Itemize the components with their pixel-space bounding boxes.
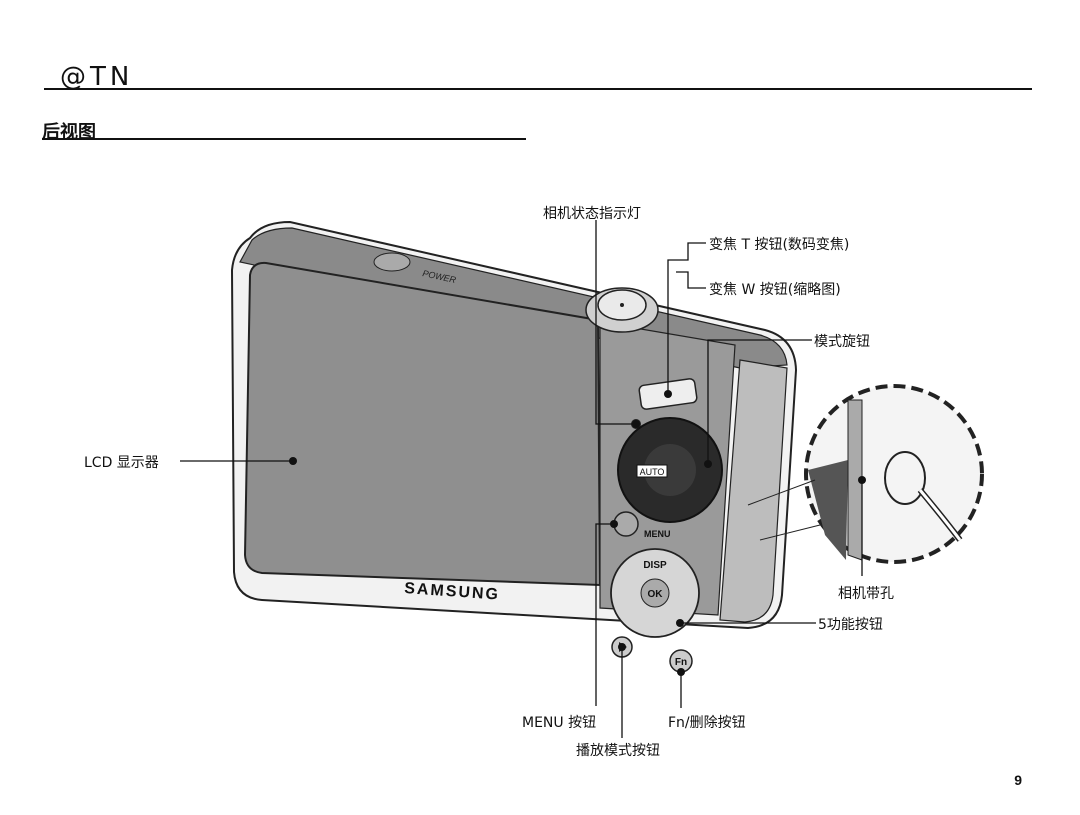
lcd-screen [243, 261, 602, 587]
callout-mode-dial: 模式旋钮 [814, 334, 870, 350]
section-rule [42, 138, 526, 140]
header-title: @TN [60, 62, 134, 92]
callout-five-function: 5功能按钮 [818, 617, 883, 633]
callout-fn-delete: Fn/删除按钮 [668, 715, 746, 731]
brand-logo: SAMSUNG [404, 580, 501, 604]
svg-text:AUTO: AUTO [640, 467, 665, 477]
menu-button-label: MENU [644, 529, 671, 539]
section-title: 后视图 [42, 122, 96, 143]
power-button [373, 252, 411, 272]
svg-text:DISP: DISP [643, 560, 667, 571]
ok-button [640, 578, 670, 608]
callout-menu: MENU 按钮 [522, 715, 597, 731]
camera-side-band [719, 359, 788, 623]
callout-zoom-t: 变焦 T 按钮(数码变焦) [709, 237, 850, 253]
header-rule [44, 88, 1032, 90]
callout-lcd: LCD 显示器 [84, 455, 159, 471]
svg-text:OK: OK [648, 589, 664, 600]
auto-badge [636, 464, 668, 478]
callout-strap: 相机带孔 [838, 586, 894, 602]
strap-loop [884, 451, 926, 505]
callout-play: 播放模式按钮 [576, 743, 660, 759]
svg-text:Fn: Fn [675, 657, 687, 668]
callout-zoom-w: 变焦 W 按钮(缩略图) [709, 282, 841, 298]
page-number: 9 [1014, 772, 1022, 788]
callout-status-lamp: 相机状态指示灯 [543, 206, 641, 222]
